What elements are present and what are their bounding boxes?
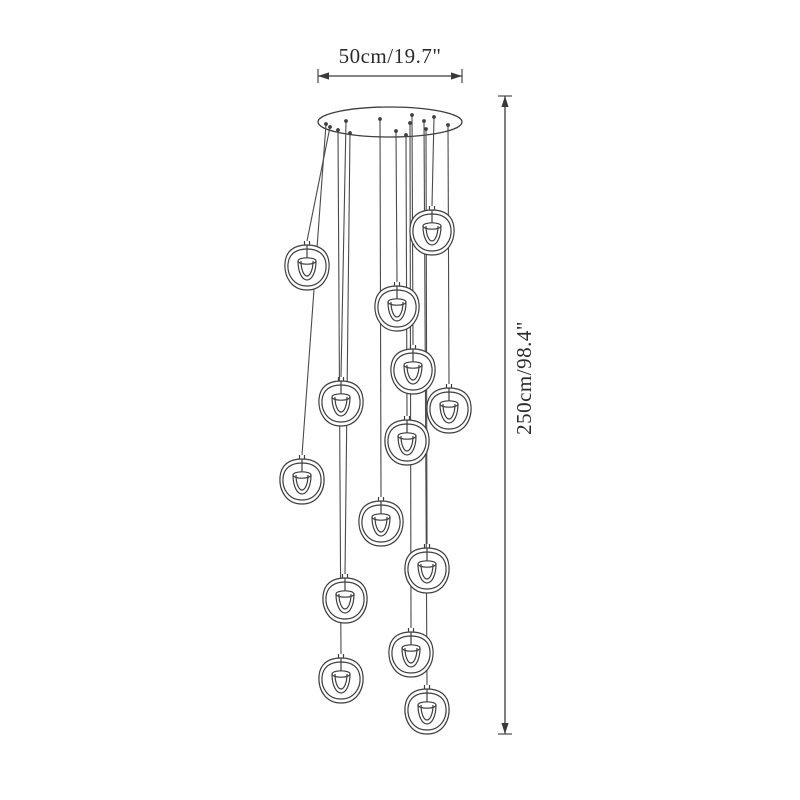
ceiling-canopy <box>317 106 463 138</box>
pendant-lamp <box>322 573 368 624</box>
pendant-lamp <box>426 383 472 434</box>
canopy-attach-dot <box>378 117 382 121</box>
canopy-attach-dot <box>344 119 348 123</box>
pendant-lamp <box>358 496 404 547</box>
pendant-cord <box>447 124 450 385</box>
pendant-lamps-group <box>279 205 472 735</box>
pendant-cord <box>344 132 351 575</box>
canopy-attach-dot <box>432 115 436 119</box>
pendant-cord <box>425 128 428 545</box>
width-dimension-label: 50cm/19.7" <box>339 44 442 68</box>
canopy-attach-dot <box>394 129 398 133</box>
pendant-cord <box>395 130 398 283</box>
height-dimension-label: 250cm/98.4" <box>512 321 536 435</box>
canopy-attach-dot <box>404 133 408 137</box>
canopy-attach-dot <box>324 122 328 126</box>
canopy-attach-dot <box>422 119 426 123</box>
pendant-lamp <box>318 376 364 427</box>
pendant-cord <box>306 126 331 242</box>
pendant-lamp <box>284 240 330 291</box>
height-dimension: 250cm/98.4" <box>498 95 536 735</box>
pendant-cord <box>340 120 347 378</box>
pendant-lamp <box>404 684 450 735</box>
canopy-attach-dot <box>336 128 340 132</box>
pendant-lamp <box>404 543 450 594</box>
pendant-lamp <box>318 653 364 704</box>
pendant-lamp <box>384 415 430 466</box>
pendant-cord <box>431 116 435 207</box>
pendant-lamp <box>279 454 325 505</box>
canopy-dots-group <box>324 113 450 137</box>
canopy-attach-dot <box>446 123 450 127</box>
canopy-attach-dot <box>328 125 332 129</box>
canopy-attach-dot <box>348 131 352 135</box>
canopy-attach-dot <box>410 113 414 117</box>
pendant-lamp <box>390 344 436 395</box>
width-dimension: 50cm/19.7" <box>317 44 463 83</box>
pendant-lamp <box>409 205 455 256</box>
canopy-attach-dot <box>408 121 412 125</box>
canopy-attach-dot <box>424 127 428 131</box>
